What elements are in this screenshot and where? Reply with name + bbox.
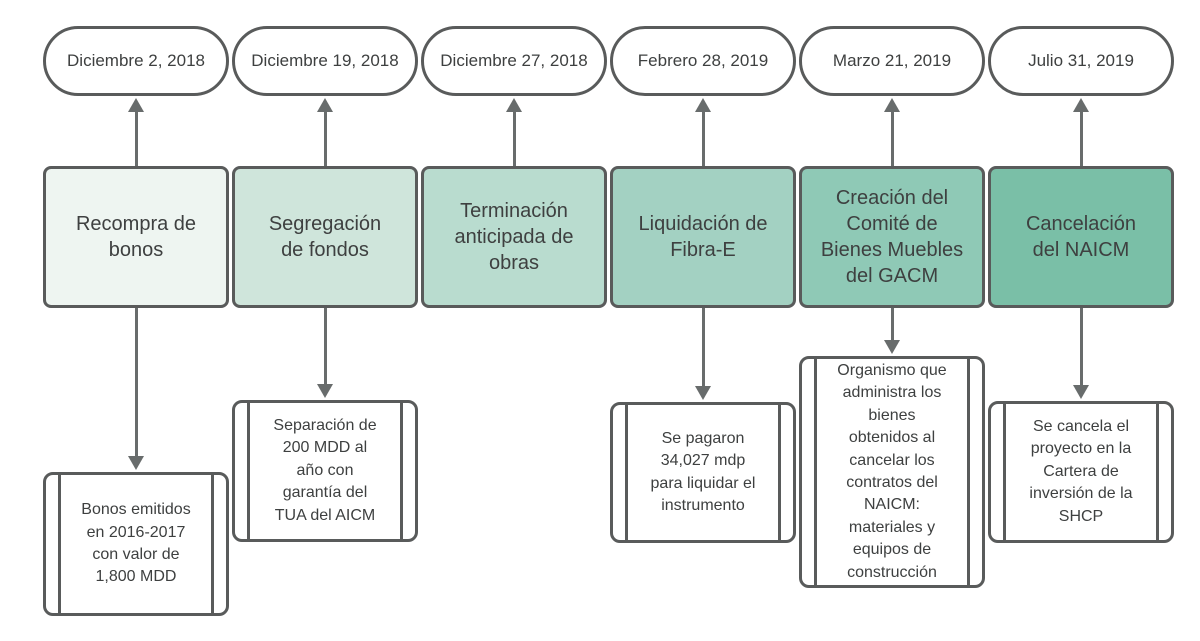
event-box: Cancelación del NAICM [988, 166, 1174, 308]
detail-box: Se cancela el proyecto en la Cartera de … [988, 401, 1174, 543]
down-arrow-line [890, 308, 894, 342]
down-arrow-head [1073, 385, 1089, 399]
event-label: Liquidación de Fibra-E [638, 213, 768, 261]
up-arrow-head [128, 98, 144, 112]
down-arrow-line [701, 308, 705, 388]
detail-box: Se pagaron 34,027 mdp para liquidar el i… [610, 402, 796, 543]
up-arrow-head [695, 98, 711, 112]
date-pill: Diciembre 2, 2018 [43, 26, 229, 96]
date-label: Diciembre 27, 2018 [440, 51, 588, 70]
date-pill: Diciembre 27, 2018 [421, 26, 607, 96]
down-arrow-line [134, 308, 138, 458]
event-box: Segregación de fondos [232, 166, 418, 308]
event-label: Terminación anticipada de obras [454, 200, 574, 274]
date-pill: Marzo 21, 2019 [799, 26, 985, 96]
event-box: Recompra de bonos [43, 166, 229, 308]
event-label: Cancelación del NAICM [1025, 213, 1137, 261]
detail-box: Separación de 200 MDD al año con garantí… [232, 400, 418, 542]
up-arrow-line [1079, 110, 1083, 166]
date-label: Diciembre 2, 2018 [67, 51, 205, 70]
event-label: Creación del Comité de Bienes Muebles de… [820, 187, 964, 287]
up-arrow-line [890, 110, 894, 166]
event-box: Terminación anticipada de obras [421, 166, 607, 308]
detail-label: Se cancela el proyecto en la Cartera de … [1029, 418, 1133, 525]
down-arrow-head [695, 386, 711, 400]
up-arrow-head [1073, 98, 1089, 112]
down-arrow-head [128, 456, 144, 470]
date-pill: Febrero 28, 2019 [610, 26, 796, 96]
up-arrow-head [884, 98, 900, 112]
down-arrow-head [884, 340, 900, 354]
down-arrow-line [323, 308, 327, 386]
date-label: Diciembre 19, 2018 [251, 51, 399, 70]
detail-label: Organismo que administra los bienes obte… [837, 362, 947, 581]
event-box: Creación del Comité de Bienes Muebles de… [799, 166, 985, 308]
date-label: Marzo 21, 2019 [832, 51, 952, 70]
detail-box: Organismo que administra los bienes obte… [799, 356, 985, 588]
date-pill: Julio 31, 2019 [988, 26, 1174, 96]
detail-label: Separación de 200 MDD al año con garantí… [273, 417, 377, 524]
up-arrow-head [506, 98, 522, 112]
up-arrow-line [134, 110, 138, 166]
up-arrow-head [317, 98, 333, 112]
event-label: Recompra de bonos [75, 213, 197, 261]
up-arrow-line [512, 110, 516, 166]
up-arrow-line [701, 110, 705, 166]
detail-label: Bonos emitidos en 2016-2017 con valor de… [81, 501, 191, 586]
up-arrow-line [323, 110, 327, 166]
down-arrow-head [317, 384, 333, 398]
down-arrow-line [1079, 308, 1083, 387]
detail-label: Se pagaron 34,027 mdp para liquidar el i… [650, 429, 756, 514]
date-pill: Diciembre 19, 2018 [232, 26, 418, 96]
date-label: Julio 31, 2019 [1028, 51, 1134, 70]
event-label: Segregación de fondos [268, 213, 382, 261]
event-box: Liquidación de Fibra-E [610, 166, 796, 308]
detail-box: Bonos emitidos en 2016-2017 con valor de… [43, 472, 229, 616]
date-label: Febrero 28, 2019 [637, 51, 769, 70]
